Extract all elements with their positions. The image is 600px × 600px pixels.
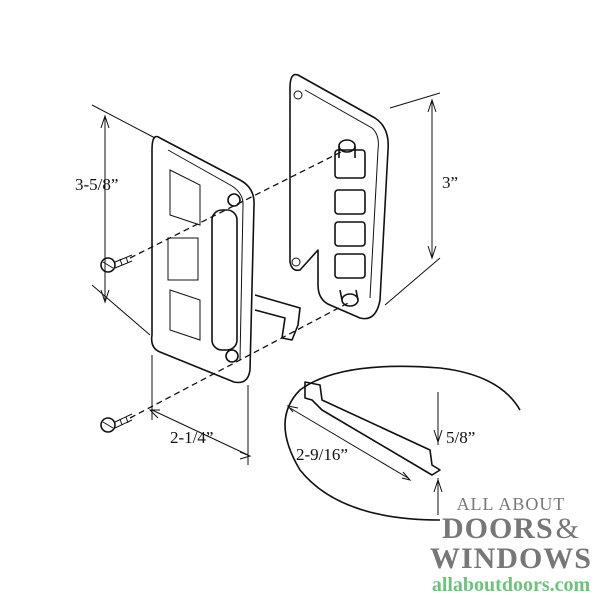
- logo-ampersand: &: [555, 512, 580, 545]
- dim-back-height: 3”: [442, 173, 458, 192]
- logo-url: allaboutdoors.com: [431, 574, 591, 596]
- speckled-grip: [211, 209, 238, 351]
- dimension-lines: [91, 92, 441, 465]
- front-handle: [150, 135, 301, 384]
- logo-doors-row: DOORS&: [442, 514, 580, 544]
- speckled-pad: [167, 237, 199, 281]
- latch-detail-inset: [284, 365, 521, 521]
- grip-ribs: [334, 149, 366, 279]
- dim-latch-length: 2-9/16”: [296, 445, 348, 464]
- logo-all-about: ALL ABOUT: [456, 494, 566, 514]
- back-handle: [289, 73, 390, 320]
- dim-front-height: 3-5/8”: [75, 175, 118, 194]
- logo-doors: DOORS: [441, 512, 554, 545]
- dim-latch-height: 5/8”: [446, 428, 475, 447]
- screw-top: [100, 254, 133, 273]
- dim-front-width: 2-1/4”: [170, 428, 213, 447]
- screw-bottom: [100, 413, 133, 433]
- logo-windows: WINDOWS: [429, 542, 592, 575]
- logo: ALL ABOUT DOORS& WINDOWS allaboutdoors.c…: [430, 494, 592, 596]
